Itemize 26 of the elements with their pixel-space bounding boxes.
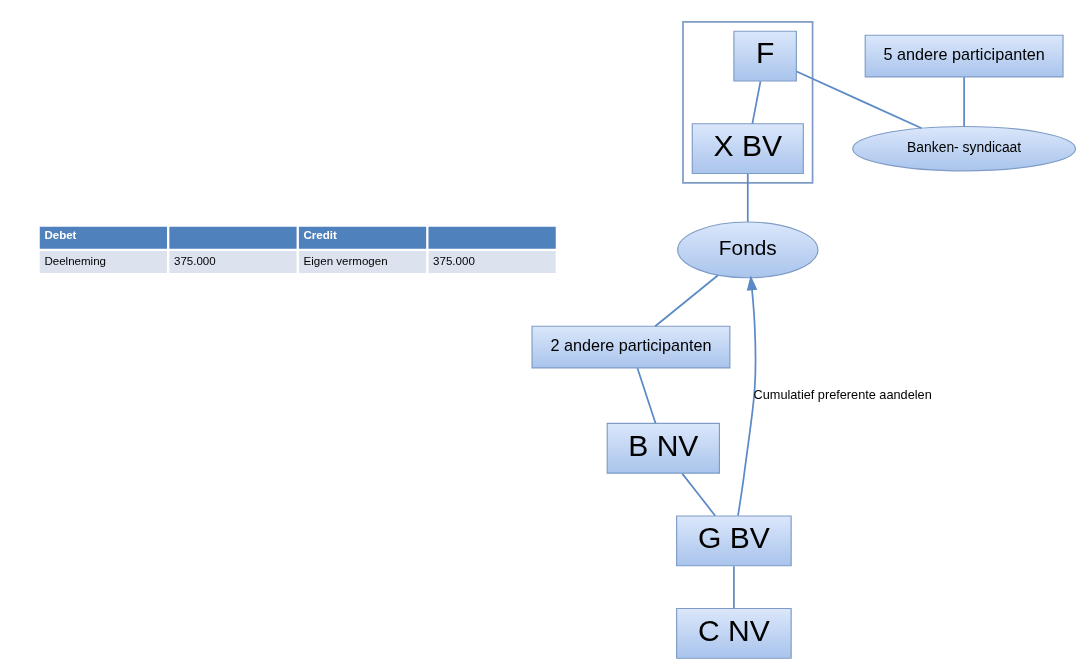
label: 375.000 bbox=[173, 254, 216, 267]
connector bbox=[636, 367, 656, 425]
node-ellipse: Banken- syndicaat bbox=[851, 125, 1076, 172]
node-ellipse: Fonds bbox=[676, 221, 818, 279]
connector bbox=[795, 70, 922, 130]
connector bbox=[751, 80, 761, 125]
node-box: 2 andere participanten bbox=[530, 325, 730, 369]
connector bbox=[732, 565, 735, 610]
node-box: B NV bbox=[606, 422, 720, 474]
label: Debet bbox=[43, 229, 76, 242]
node-box: C NV bbox=[675, 607, 792, 659]
cluster bbox=[681, 21, 813, 184]
edge-label: Cumulatief preferente aandelen bbox=[753, 386, 932, 402]
connector bbox=[680, 472, 716, 517]
label: Credit bbox=[303, 229, 337, 242]
label: Deelneming bbox=[43, 254, 106, 267]
arrow bbox=[736, 275, 757, 517]
connector bbox=[962, 76, 965, 128]
node-box: G BV bbox=[675, 515, 792, 567]
node-box: X BV bbox=[691, 123, 804, 175]
label: Eigen vermogen bbox=[303, 254, 388, 267]
node-box: 5 andere participanten bbox=[864, 34, 1064, 78]
label: 375.000 bbox=[432, 254, 475, 267]
connector bbox=[653, 274, 719, 328]
node-box: F bbox=[732, 30, 797, 82]
connector bbox=[746, 172, 749, 223]
